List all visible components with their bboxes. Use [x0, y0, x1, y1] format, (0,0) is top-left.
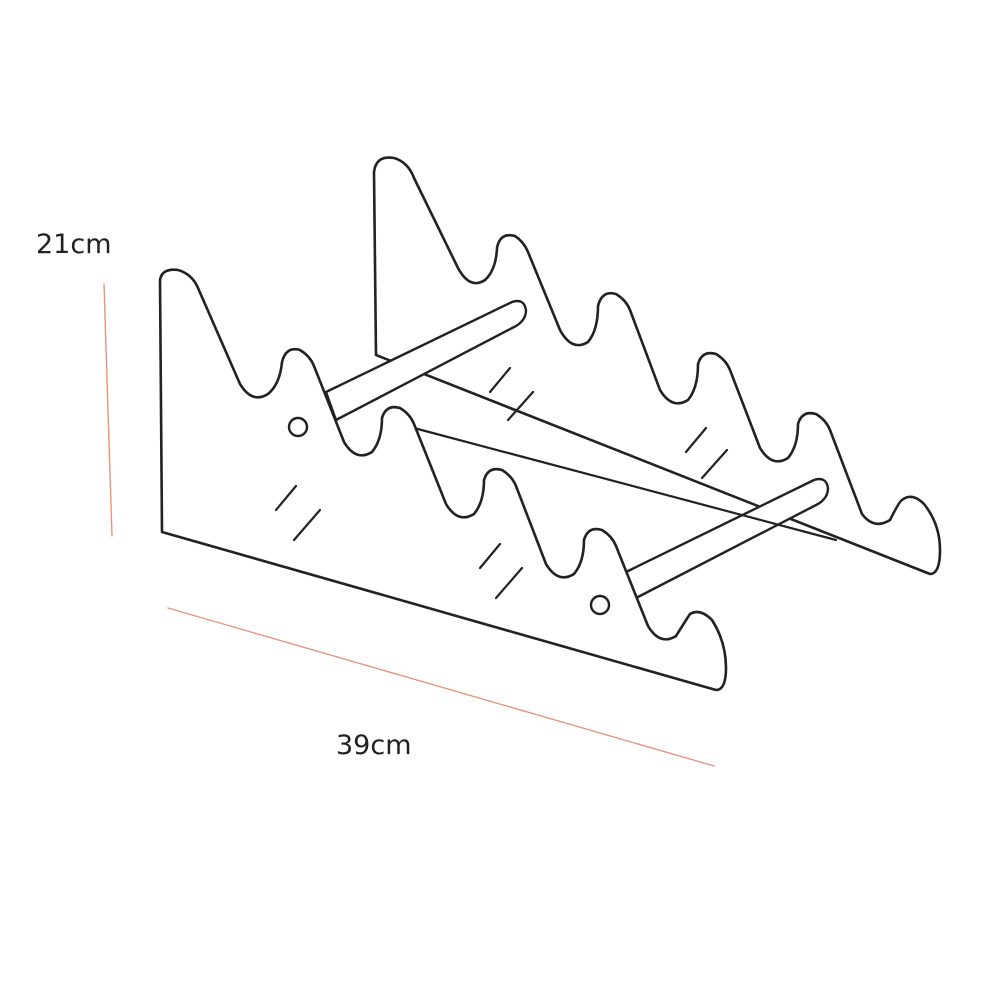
front-slot-1b — [292, 508, 322, 542]
width-dimension-line — [167, 607, 715, 767]
back-slot-2b — [700, 448, 729, 480]
back-panel — [372, 156, 942, 576]
back-slot-1a — [488, 366, 512, 394]
back-panel-outline — [372, 156, 942, 576]
lower-bar — [624, 477, 830, 600]
lower-bar-shape — [624, 477, 830, 600]
front-hole-lower — [589, 594, 611, 616]
back-slot-2a — [684, 426, 708, 454]
height-label: 21cm — [36, 229, 112, 260]
back-panel-base-edge — [412, 426, 838, 542]
upper-bar — [324, 299, 528, 422]
front-slot-2a — [478, 542, 502, 570]
front-hole-upper — [287, 416, 309, 438]
front-panel — [158, 268, 728, 692]
front-slot-2b — [494, 566, 524, 600]
width-label: 39cm — [336, 730, 412, 761]
front-panel-outline — [158, 268, 728, 692]
front-slot-1a — [274, 484, 298, 512]
height-dimension-line — [103, 283, 113, 537]
upper-bar-shape — [324, 299, 528, 422]
back-slot-1b — [506, 390, 535, 422]
